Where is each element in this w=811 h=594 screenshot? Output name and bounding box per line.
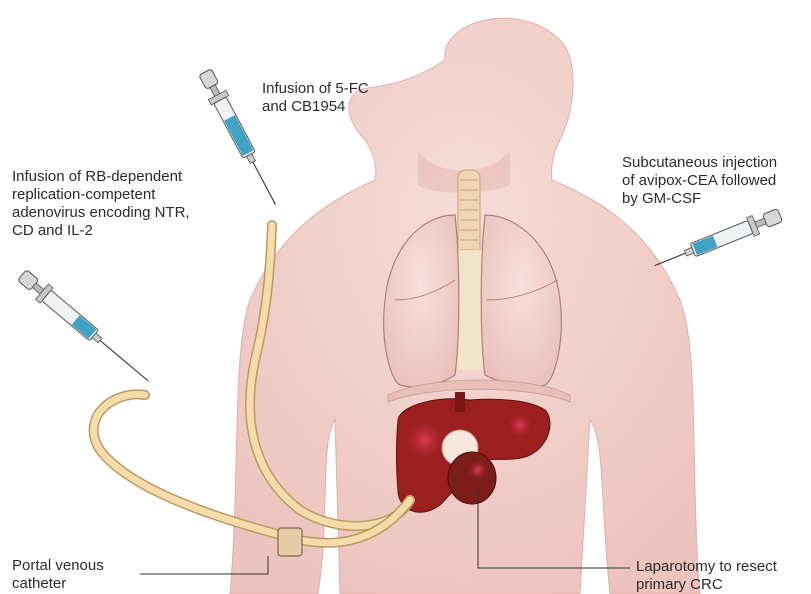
label-infusion-adenovirus: Infusion of RB-dependent replication-com… [12, 168, 190, 240]
label-subcutaneous-injection: Subcutaneous injection of avipox-CEA fol… [622, 154, 777, 208]
label-laparotomy: Laparotomy to resect primary CRC [636, 558, 777, 594]
label-portal-venous-catheter: Portal venous catheter [12, 557, 104, 593]
catheter-connector [278, 528, 302, 556]
label-infusion-5fc: Infusion of 5-FC and CB1954 [262, 80, 369, 116]
primary-crc [448, 452, 496, 504]
syringe-icon [16, 267, 155, 388]
trachea [455, 170, 485, 370]
syringe-icon [651, 206, 784, 275]
